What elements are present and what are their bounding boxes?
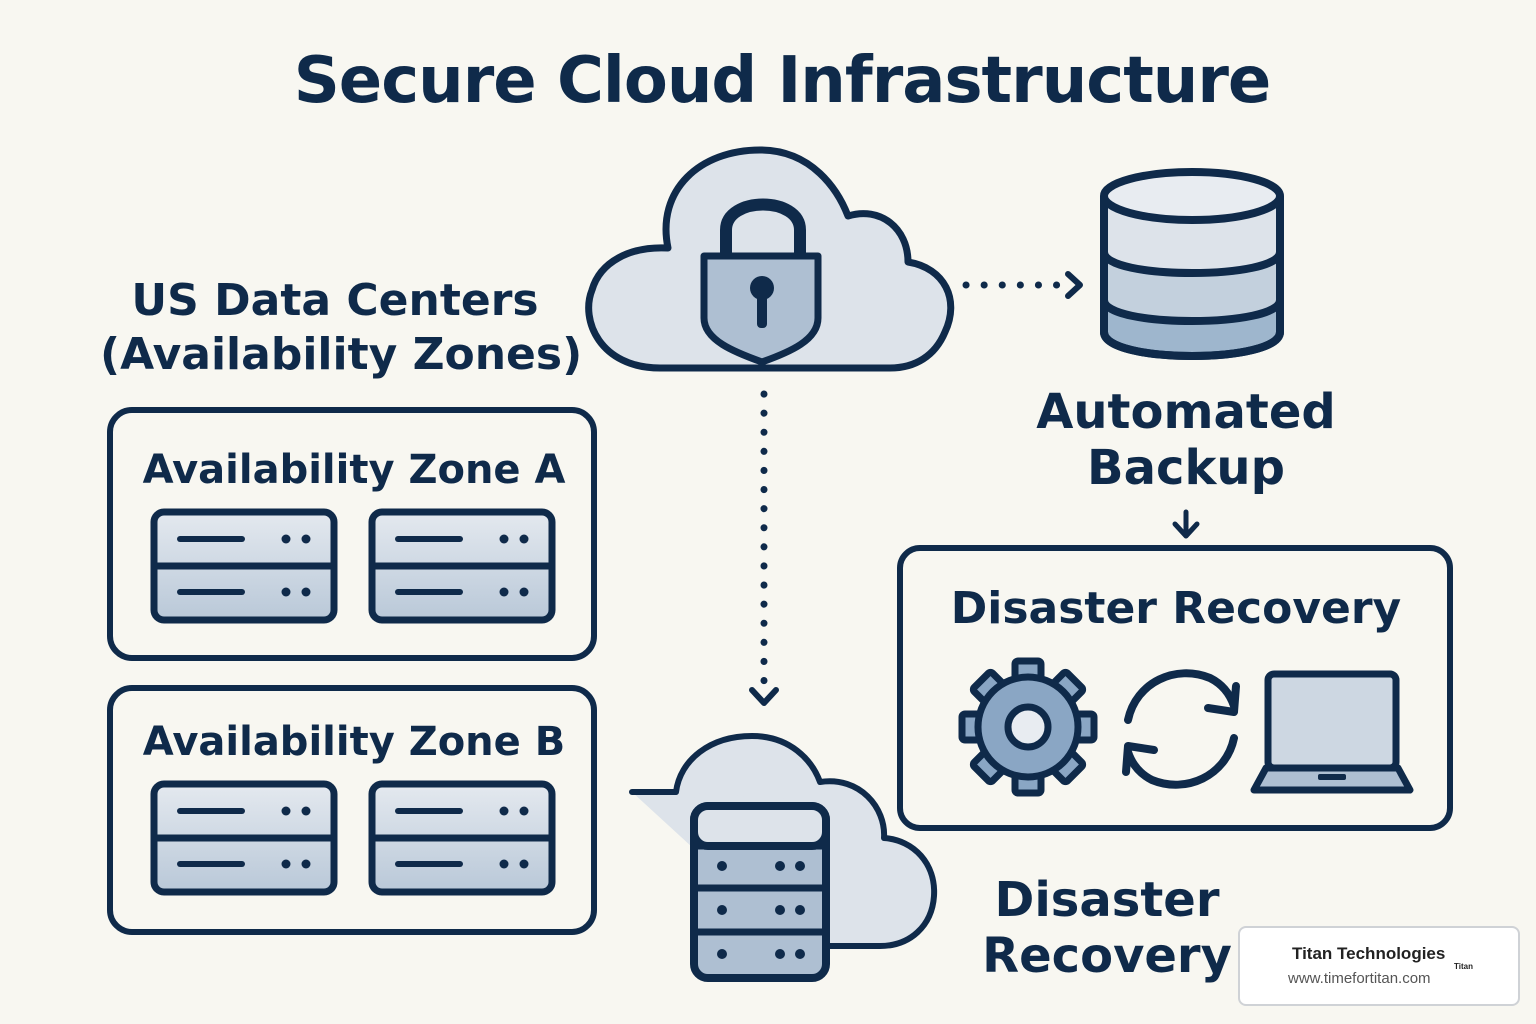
automated-backup-line1: Automated [1036, 384, 1336, 440]
server-icon [368, 508, 556, 624]
page-title: Secure Cloud Infrastructure [293, 44, 1272, 118]
database-icon [1100, 168, 1284, 360]
cloud-lock-icon [585, 146, 955, 372]
laptop-icon [1250, 670, 1414, 794]
zone-b-label: Availability Zone B [142, 719, 566, 765]
automated-backup-line2: Backup [1087, 440, 1285, 496]
zone-a-box [107, 407, 597, 661]
disaster-recovery-box-label: Disaster Recovery [950, 583, 1402, 634]
server-icon [368, 780, 556, 896]
cloud-to-backup-arrow [962, 271, 1083, 299]
disaster-recovery-line1: Disaster [994, 872, 1220, 928]
dr-box [897, 545, 1453, 831]
cloud-server-icon [629, 733, 938, 982]
server-icon [150, 780, 338, 896]
backup-to-dr-arrow [1172, 509, 1200, 539]
automated-backup-label: Automated Backup [1030, 384, 1342, 496]
badge-url[interactable]: www.timefortitan.com [1288, 970, 1431, 987]
cloud-to-recovery-arrow [749, 390, 779, 706]
badge-company-name: Titan Technologies [1292, 944, 1446, 963]
zone-b-box [107, 685, 597, 935]
data-centers-heading-line2: (Availability Zones) [100, 329, 583, 380]
zone-a-label: Availability Zone A [142, 447, 566, 493]
badge-logo: Titan [1454, 962, 1473, 971]
server-icon [150, 508, 338, 624]
disaster-recovery-line2: Recovery [982, 928, 1232, 984]
disaster-recovery-label: Disaster Recovery [960, 872, 1254, 984]
data-centers-heading: US Data Centers (Availability Zones) [100, 274, 583, 382]
data-centers-heading-line1: US Data Centers [131, 275, 539, 326]
brand-badge[interactable]: Titan Technologies www.timefortitan.com … [1238, 926, 1520, 1006]
gear-icon [958, 657, 1098, 797]
sync-icon [1122, 669, 1240, 789]
